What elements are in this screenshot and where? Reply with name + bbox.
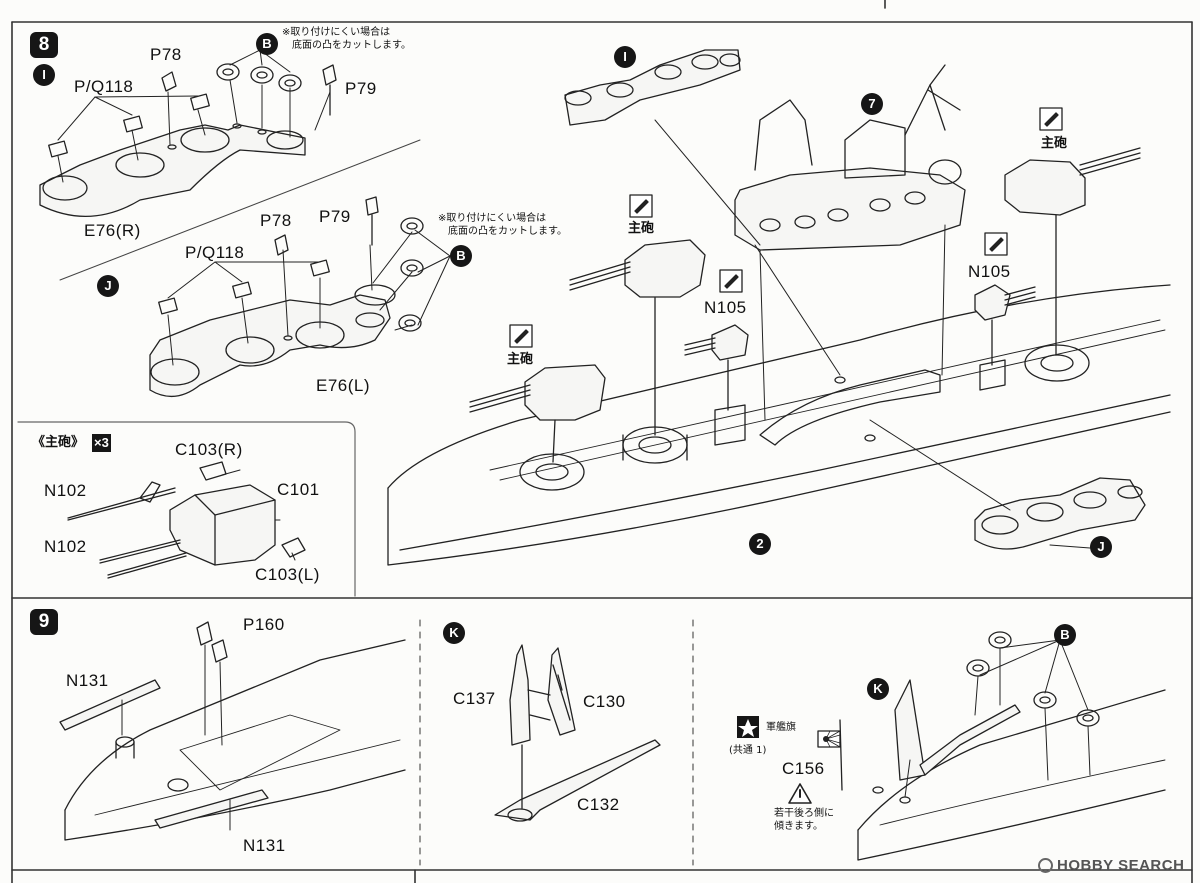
platform-J <box>149 284 396 397</box>
hobby-search-logo-icon <box>1038 858 1053 873</box>
hull-step9-left <box>59 621 406 841</box>
part-label-n131: N131 <box>243 836 286 855</box>
part-label-n102: N102 <box>44 481 87 500</box>
leaders-I <box>57 49 331 183</box>
watermark: HOBBY SEARCH <box>1038 857 1184 874</box>
part-label-p78: P78 <box>150 45 182 64</box>
subassembly-I-label: I <box>614 46 636 68</box>
panel-borders <box>11 0 1193 883</box>
mast-K-parts <box>494 644 661 822</box>
part-label-pq118: P/Q118 <box>185 243 245 262</box>
part-label-p79: P79 <box>345 79 377 98</box>
part-label-e76l: E76(L) <box>316 376 371 395</box>
subassembly-I-label: I <box>33 64 55 86</box>
part-label-pq118: P/Q118 <box>74 77 134 96</box>
subassembly-2-label: 2 <box>749 533 771 555</box>
subassembly-7-label: 7 <box>861 93 883 115</box>
leaders-main-gun <box>221 469 296 561</box>
main-turret-aft <box>1004 147 1141 356</box>
leaders-step9-right <box>904 639 1091 798</box>
dashed-dividers <box>419 619 694 866</box>
paint-icon <box>629 194 653 218</box>
main-gun-label: 主砲 <box>507 352 534 367</box>
b-turrets-I <box>216 63 302 92</box>
rising-sun-flag-icon <box>817 730 841 748</box>
part-label-c103r: C103(R) <box>175 440 243 459</box>
aa-guns-I <box>48 93 210 158</box>
part-label-p160: P160 <box>243 615 285 634</box>
lean-back-note: 若干後ろ側に 傾きます。 <box>774 808 834 832</box>
leaders-step9 <box>121 644 231 831</box>
subassembly-J-label: J <box>1090 536 1112 558</box>
paint-icon <box>509 324 533 348</box>
subassembly-B-label: B <box>450 245 472 267</box>
part-label-n131: N131 <box>66 671 109 690</box>
watermark-text: HOBBY SEARCH <box>1057 857 1185 874</box>
part-label-e76r: E76(R) <box>84 221 141 240</box>
leaders-step8 <box>654 119 1091 549</box>
secondary-N105-fore <box>684 324 749 411</box>
part-label-c137: C137 <box>453 689 496 708</box>
superstructure-7 <box>734 64 966 251</box>
part-label-c130: C130 <box>583 692 626 711</box>
main-turret-mid <box>569 239 706 436</box>
step-9-badge: 9 <box>30 609 58 635</box>
b-turrets-J <box>398 217 424 332</box>
main-gun-assembly <box>67 461 306 579</box>
naval-ensign-label: 軍艦旗 <box>766 722 796 733</box>
secondary-N105-aft <box>974 284 1036 366</box>
common-part-label: (共通 1) <box>729 745 767 756</box>
part-label-p78: P78 <box>260 211 292 230</box>
paint-icon <box>984 232 1008 256</box>
platform-J-right <box>974 477 1146 550</box>
step-8-badge: 8 <box>30 32 58 58</box>
platform-I <box>39 123 306 218</box>
subassembly-B-label: B <box>256 33 278 55</box>
warning-icon <box>788 783 812 804</box>
hull-step8 <box>387 284 1171 566</box>
part-label-c101: C101 <box>277 480 320 499</box>
platform-I-right <box>564 49 741 126</box>
subassembly-K-label: K <box>867 678 889 700</box>
part-label-n105: N105 <box>704 298 747 317</box>
part-label-c103l: C103(L) <box>255 565 320 584</box>
main-gun-label: 主砲 <box>628 221 655 236</box>
part-label-c132: C132 <box>577 795 620 814</box>
cut-note: ※取り付けにくい場合は 底面の凸をカットします。 <box>282 27 411 51</box>
part-label-n102: N102 <box>44 537 87 556</box>
main-gun-label: 主砲 <box>1041 136 1068 151</box>
cut-note: ※取り付けにくい場合は 底面の凸をカットします。 <box>438 213 567 237</box>
paint-icon <box>1039 107 1063 131</box>
paint-icon <box>719 269 743 293</box>
part-label-c156: C156 <box>782 759 825 778</box>
part-label-p79: P79 <box>319 207 351 226</box>
main-gun-box-title: 《主砲》 <box>32 435 85 450</box>
star-icon <box>737 716 759 738</box>
subassembly-K-label: K <box>443 622 465 644</box>
subassembly-J-label: J <box>97 275 119 297</box>
part-label-n105: N105 <box>968 262 1011 281</box>
leaders-J <box>167 229 451 366</box>
quantity-badge: ×3 <box>92 434 111 452</box>
subassembly-B-label: B <box>1054 624 1076 646</box>
main-turret-fore <box>469 364 606 463</box>
hull-step9-right <box>839 631 1166 861</box>
